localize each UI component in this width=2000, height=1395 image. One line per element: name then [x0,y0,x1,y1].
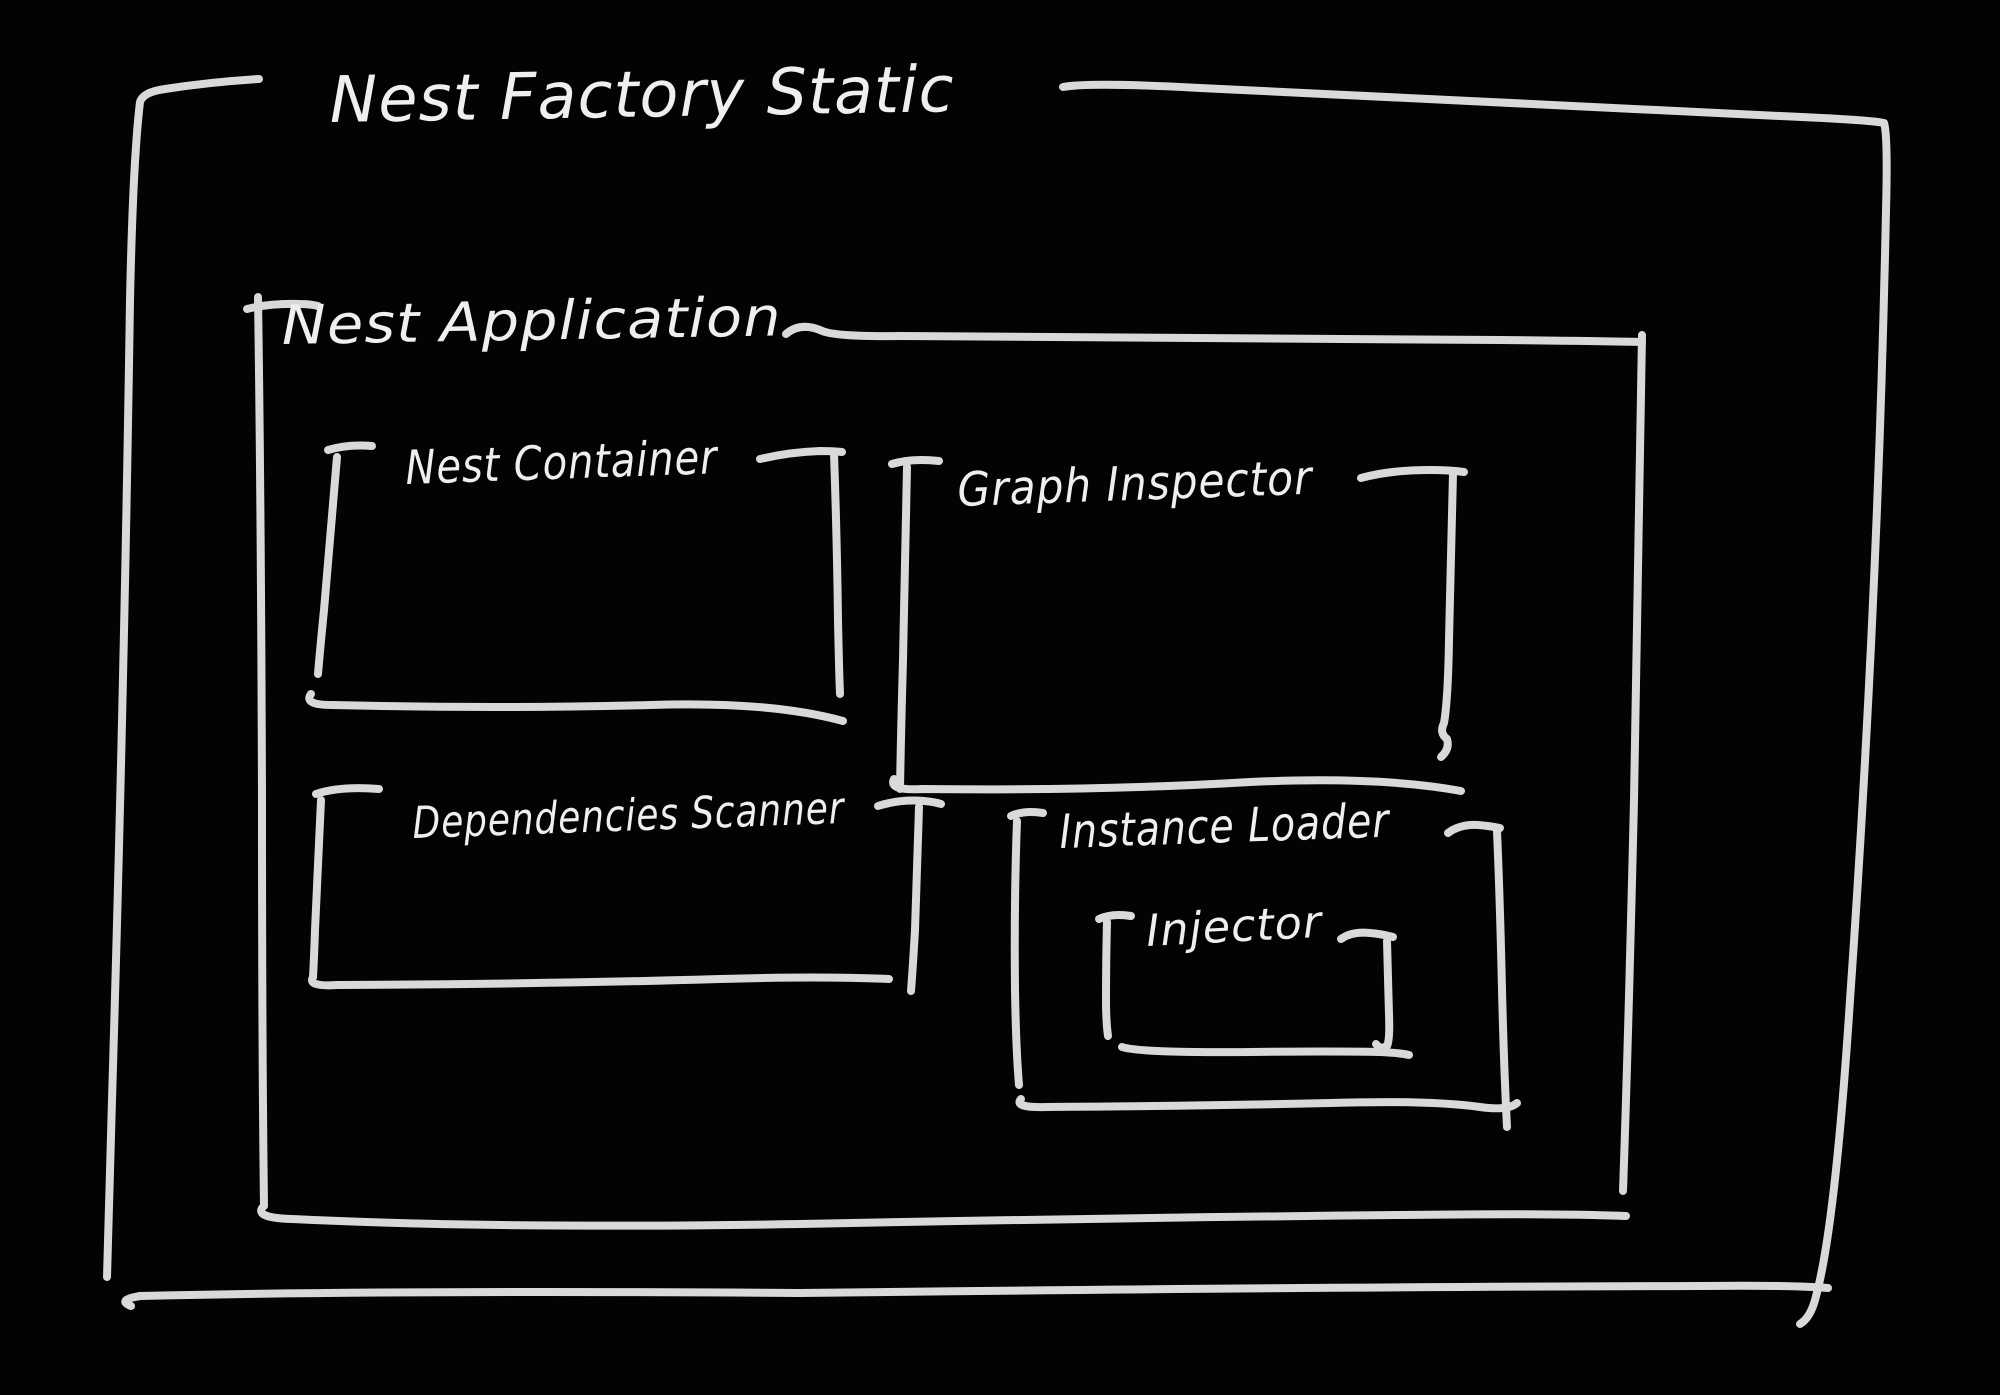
box-injector [1095,911,1413,1059]
box-stroke-bottom-edge [889,775,1465,795]
box-stroke-right-bracket [1444,820,1504,837]
label-instance-loader: Instance Loader [1058,793,1391,860]
box-stroke-left-bracket [324,441,376,454]
box-stroke-right-bracket [874,796,945,810]
box-stroke-left-bracket [312,784,383,798]
label-nest-container: Nest Container [404,430,719,496]
box-stroke-left-edge [309,796,325,981]
box-stroke-left-edge [314,453,341,678]
box-stroke-bottom-edge [257,1204,1630,1230]
box-stroke-left-edge [254,293,268,1210]
box-stroke-bottom-edge [1118,1043,1413,1059]
box-dependencies-scanner [308,784,945,995]
ink-strokes [103,75,1891,1328]
box-nest-factory-static [103,75,1891,1328]
box-graph-inspector [888,456,1468,795]
box-stroke-top-left-and-left-edge [103,75,263,1281]
box-stroke-right-edge [1437,469,1457,761]
label-injector: Injector [1145,897,1325,957]
box-stroke-right-edge [1619,331,1646,1195]
box-nest-application [243,293,1646,1230]
box-stroke-right-edge [1493,827,1511,1131]
box-stroke-bottom-edge [1015,1095,1521,1113]
box-stroke-left-edge [896,463,911,793]
box-stroke-right-edge [830,449,844,698]
box-stroke-right-bracket [1337,928,1397,943]
box-stroke-left-bracket [1095,911,1135,923]
box-stroke-top-right-and-right-edge [1059,80,1891,1328]
box-stroke-top-edge [782,322,1646,346]
box-stroke-left-bracket [1007,808,1047,820]
box-nest-container [305,441,847,725]
box-stroke-bottom-edge [305,690,847,725]
label-nest-application: Nest Application [281,285,782,357]
box-stroke-left-bracket [888,456,943,468]
box-stroke-left-edge [1010,817,1023,1089]
box-stroke-left-edge [1102,918,1112,1040]
label-graph-inspector: Graph Inspector [956,451,1314,518]
box-stroke-right-edge [1372,937,1394,1052]
label-nest-factory-static: Nest Factory Static [329,53,955,138]
box-instance-loader [1007,808,1521,1131]
box-stroke-bottom-edge [308,973,893,990]
box-stroke-right-edge [907,803,923,995]
box-stroke-bottom-edge [121,1281,1832,1310]
